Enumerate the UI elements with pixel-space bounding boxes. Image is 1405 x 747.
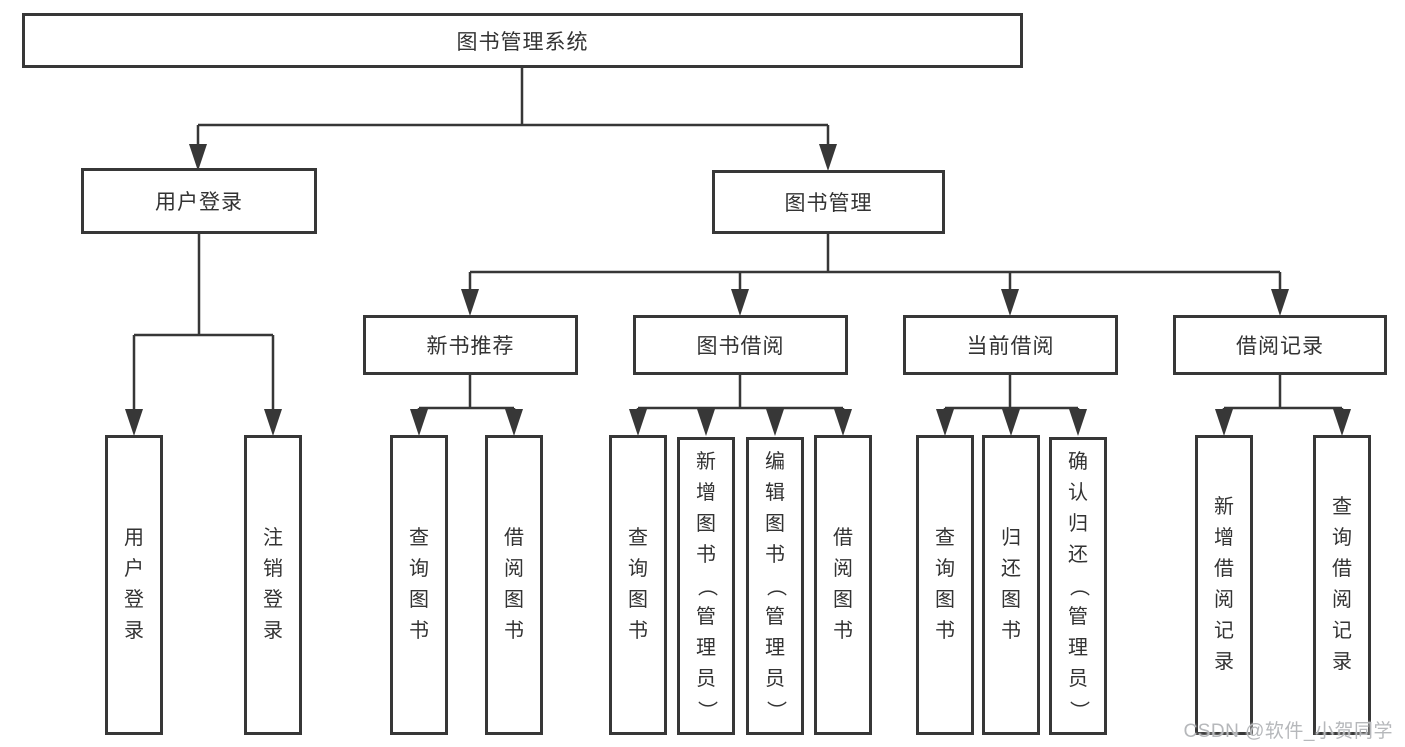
node-root-label: 图书管理系统 (456, 30, 589, 54)
node-book-borrow-label: 图书借阅 (696, 335, 785, 358)
node-new-book-recommend-label: 新书推荐 (426, 335, 515, 358)
leaf-confirm-return-admin: 确认归还（管理员） (1049, 437, 1107, 735)
csdn-watermark: CSDN @软件_小贺同学 (1183, 721, 1393, 742)
leaf-borrow-books: 借阅图书 (814, 435, 872, 735)
leaf-add-books-admin: 新增图书（管理员） (677, 437, 735, 735)
leaf-query-books-current: 查询图书 (916, 435, 974, 735)
node-book-management-label: 图书管理 (784, 192, 873, 215)
node-borrow-records-label: 借阅记录 (1236, 335, 1324, 358)
leaf-query-books-borrow: 查询图书 (609, 435, 667, 735)
leaf-logout-login-label: 注销登录 (263, 527, 283, 642)
leaf-user-login: 用户登录 (105, 435, 163, 735)
leaf-return-books: 归还图书 (982, 435, 1040, 735)
node-user-login: 用户登录 (81, 168, 317, 234)
leaf-confirm-return-admin-label: 确认归还（管理员） (1067, 450, 1090, 721)
leaf-borrow-books-recommend-label: 借阅图书 (504, 527, 524, 642)
arrowheads (125, 144, 1351, 436)
leaf-query-books-borrow-label: 查询图书 (628, 527, 648, 642)
leaf-query-borrow-record-label: 查询借阅记录 (1332, 496, 1352, 673)
leaf-query-borrow-record: 查询借阅记录 (1313, 435, 1371, 735)
node-current-borrow: 当前借阅 (903, 315, 1118, 375)
leaf-user-login-label: 用户登录 (124, 527, 144, 642)
leaf-add-borrow-record-label: 新增借阅记录 (1214, 496, 1234, 673)
node-book-borrow: 图书借阅 (633, 315, 848, 375)
leaf-borrow-books-recommend: 借阅图书 (485, 435, 543, 735)
node-current-borrow-label: 当前借阅 (966, 335, 1055, 358)
node-user-login-label: 用户登录 (155, 191, 243, 214)
leaf-query-books-recommend-label: 查询图书 (409, 527, 429, 642)
leaf-borrow-books-label: 借阅图书 (833, 527, 853, 642)
leaf-add-borrow-record: 新增借阅记录 (1195, 435, 1253, 735)
node-new-book-recommend: 新书推荐 (363, 315, 578, 375)
leaf-return-books-label: 归还图书 (1001, 527, 1021, 642)
node-book-management: 图书管理 (712, 170, 945, 234)
leaf-query-books-current-label: 查询图书 (935, 527, 955, 642)
leaf-edit-books-admin-label: 编辑图书（管理员） (764, 450, 787, 721)
leaf-query-books-recommend: 查询图书 (390, 435, 448, 735)
node-root: 图书管理系统 (22, 13, 1023, 68)
leaf-edit-books-admin: 编辑图书（管理员） (746, 437, 804, 735)
leaf-logout-login: 注销登录 (244, 435, 302, 735)
node-borrow-records: 借阅记录 (1173, 315, 1387, 375)
leaf-add-books-admin-label: 新增图书（管理员） (695, 450, 718, 721)
